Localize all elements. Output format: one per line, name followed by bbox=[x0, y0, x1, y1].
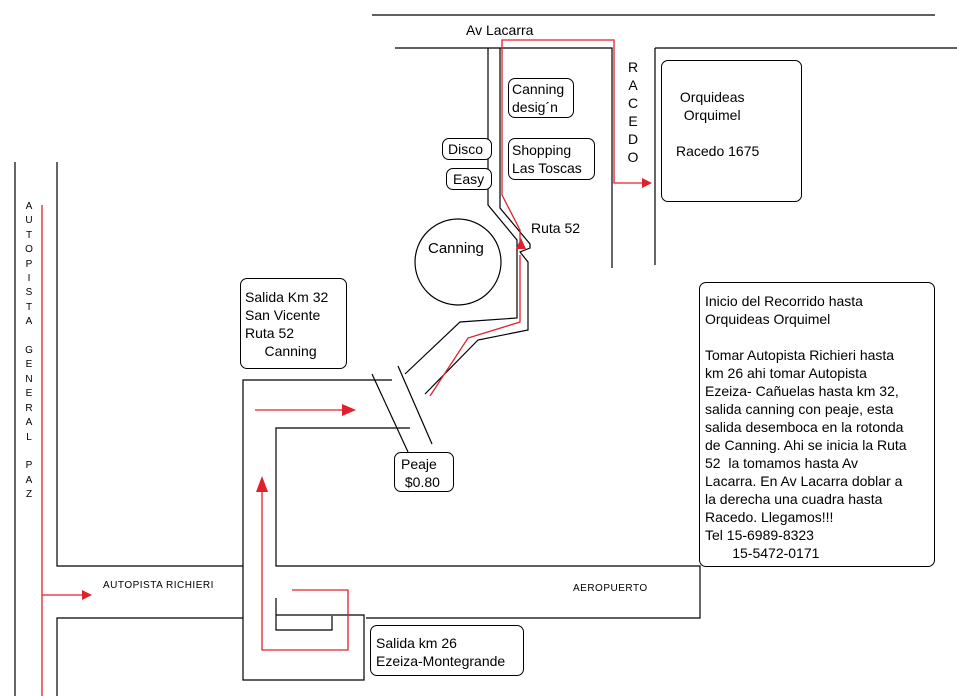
salida-km26-box: Salida km 26 Ezeiza-Montegrande bbox=[370, 625, 524, 676]
av-lacarra-label: Av Lacarra bbox=[466, 22, 534, 38]
ruta-52-label: Ruta 52 bbox=[531, 220, 581, 236]
vertical-letter: T bbox=[25, 229, 33, 241]
vertical-letter: C bbox=[627, 95, 639, 111]
vertical-letter: R bbox=[25, 402, 33, 414]
vertical-letter: I bbox=[27, 273, 31, 285]
autopista-richieri-label: AUTOPISTA RICHIERI bbox=[103, 580, 214, 591]
vertical-letter: O bbox=[25, 244, 33, 256]
vertical-letter: D bbox=[627, 131, 639, 147]
disco-box: Disco bbox=[442, 138, 492, 160]
vertical-letter: R bbox=[627, 59, 639, 75]
vertical-letter: T bbox=[25, 301, 33, 313]
vertical-letter: N bbox=[25, 373, 33, 385]
vertical-letter: E bbox=[628, 113, 638, 129]
vertical-letter: E bbox=[25, 388, 33, 400]
canning-roundabout bbox=[414, 218, 502, 306]
salida-km32-box: Salida Km 32 San Vicente Ruta 52 Canning bbox=[240, 278, 347, 369]
vertical-letter: Z bbox=[25, 489, 33, 501]
instructions-box: Inicio del Recorrido hasta Orquideas Orq… bbox=[699, 282, 935, 567]
route-path bbox=[41, 39, 650, 696]
vertical-letter: A bbox=[25, 316, 33, 328]
canning-design-box: Canning desig´n bbox=[508, 78, 574, 118]
vertical-letter: S bbox=[25, 287, 33, 299]
vertical-letter bbox=[23, 330, 35, 344]
vertical-letter: A bbox=[628, 77, 638, 93]
vertical-letter: A bbox=[25, 474, 33, 486]
vertical-letter: P bbox=[25, 460, 33, 472]
vertical-letter: A bbox=[25, 417, 33, 429]
shopping-box: Shopping Las Toscas bbox=[508, 138, 595, 180]
vertical-letter bbox=[23, 445, 35, 459]
vertical-letter: E bbox=[25, 359, 33, 371]
vertical-letter: O bbox=[627, 149, 639, 165]
vertical-letter: A bbox=[25, 201, 33, 212]
road-lines bbox=[14, 14, 957, 696]
orquideas-box: Orquideas Orquimel Racedo 1675 bbox=[661, 60, 802, 202]
easy-box: Easy bbox=[446, 168, 492, 190]
vertical-letter: P bbox=[25, 258, 33, 270]
vertical-letter: L bbox=[26, 431, 32, 443]
arrowheads bbox=[82, 178, 652, 600]
aeropuerto-label: AEROPUERTO bbox=[573, 583, 648, 594]
canning-label: Canning bbox=[428, 240, 484, 257]
vertical-letter: U bbox=[25, 215, 33, 227]
peaje-box: Peaje $0.80 bbox=[394, 452, 454, 492]
vertical-letter: G bbox=[25, 345, 33, 357]
